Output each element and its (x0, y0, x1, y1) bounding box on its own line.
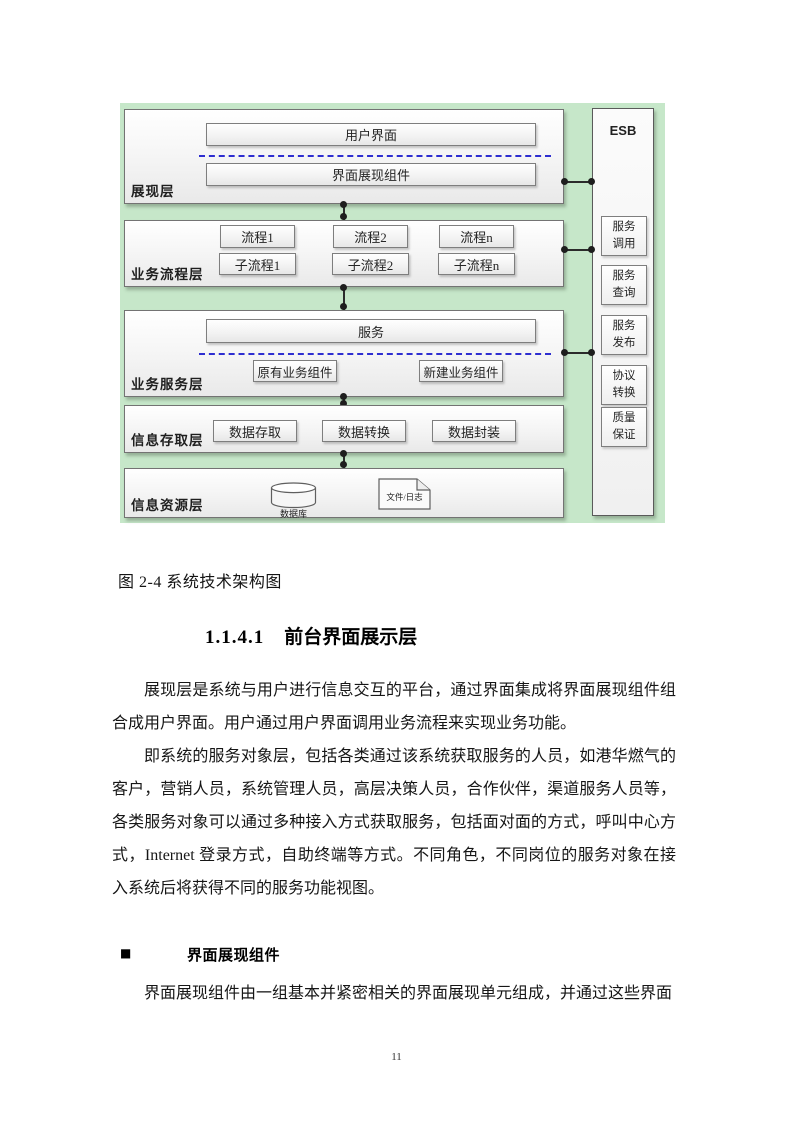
esb-title: ESB (609, 123, 637, 138)
database-label: 数据库 (279, 509, 307, 519)
connector-dot (340, 213, 347, 220)
connector-dot (561, 178, 568, 185)
connector-line (564, 249, 592, 251)
subprocess-n-box: 子流程n (438, 253, 515, 275)
ui-component-box: 界面展现组件 (206, 163, 536, 186)
esb-module-service-query: 服务 查询 (601, 265, 647, 305)
database-icon (270, 482, 317, 509)
subprocess-1-box: 子流程1 (219, 253, 296, 275)
data-convert-box: 数据转换 (322, 420, 406, 442)
connector-dot (340, 303, 347, 310)
connector-line (343, 287, 345, 310)
process-n-box: 流程n (439, 225, 514, 248)
esb-module-protocol-convert: 协议 转换 (601, 365, 647, 405)
connector-dot (340, 201, 347, 208)
bullet-label: 界面展现组件 (187, 948, 281, 964)
new-component-box: 新建业务组件 (419, 360, 503, 382)
file-log-label: 文件/日志 (386, 492, 423, 502)
section-number: 1.1.4.1 (205, 627, 265, 648)
layer-resource: 信息资源层 (124, 468, 564, 518)
connector-line (343, 453, 345, 468)
esb-panel: ESB 服务 调用 服务 查询 服务 发布 协议 转换 质量 保证 (592, 108, 654, 516)
layer-access-label: 信息存取层 (131, 433, 204, 448)
connector-dot (588, 246, 595, 253)
process-1-box: 流程1 (220, 225, 295, 248)
esb-module-service-call: 服务 调用 (601, 216, 647, 256)
figure-caption: 图 2-4 系统技术架构图 (118, 574, 282, 591)
data-access-box: 数据存取 (213, 420, 297, 442)
architecture-diagram: 展现层 用户界面 界面展现组件 业务流程层 流程1 流程2 流程n 子流程1 子… (120, 103, 665, 523)
file-log-icon (378, 478, 431, 510)
data-wrap-box: 数据封装 (432, 420, 516, 442)
connector-line (564, 181, 592, 183)
connector-dot (340, 284, 347, 291)
page-number: 11 (391, 1051, 402, 1063)
connector-dot (588, 178, 595, 185)
service-box: 服务 (206, 319, 536, 343)
subprocess-2-box: 子流程2 (332, 253, 409, 275)
legacy-component-box: 原有业务组件 (253, 360, 337, 382)
connector-dot (340, 450, 347, 457)
layer-service-label: 业务服务层 (131, 377, 204, 392)
connector-line (564, 352, 592, 354)
connector-dot (561, 246, 568, 253)
service-dashed-divider (199, 353, 551, 355)
section-title: 前台界面展示层 (284, 627, 418, 648)
esb-module-quality-assurance: 质量 保证 (601, 407, 647, 447)
connector-dot (588, 349, 595, 356)
presentation-dashed-divider (199, 155, 551, 157)
esb-module-service-publish: 服务 发布 (601, 315, 647, 355)
body-paragraph-2: 即系统的服务对象层，包括各类通过该系统获取服务的人员，如港华燃气的客户，营销人员… (112, 748, 676, 897)
layer-process-label: 业务流程层 (131, 267, 204, 282)
body-paragraph-3: 界面展现组件由一组基本并紧密相关的界面展现单元组成，并通过这些界面 (144, 985, 673, 1002)
section-heading: 1.1.4.1 前台界面展示层 (205, 622, 417, 649)
process-2-box: 流程2 (333, 225, 408, 248)
bullet-square-icon: ■ (120, 946, 132, 960)
layer-resource-label: 信息资源层 (131, 498, 204, 513)
connector-dot (561, 349, 568, 356)
user-interface-box: 用户界面 (206, 123, 536, 146)
connector-dot (340, 461, 347, 468)
connector-line (343, 204, 345, 220)
connector-dot (340, 393, 347, 400)
body-paragraph-1: 展现层是系统与用户进行信息交互的平台，通过界面集成将界面展现组件组合成用户界面。… (112, 682, 676, 732)
layer-presentation-label: 展现层 (131, 184, 175, 199)
connector-dot (340, 400, 347, 407)
